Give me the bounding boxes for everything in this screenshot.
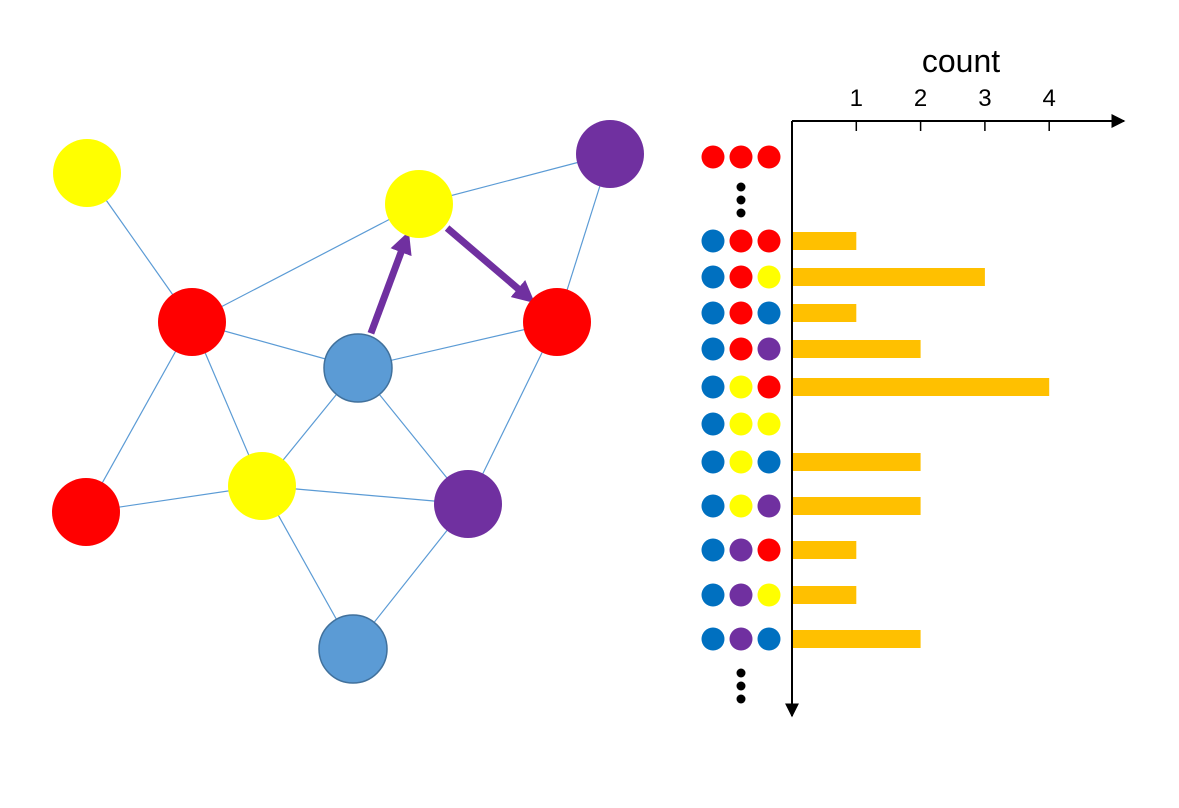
ellipsis-dot <box>736 208 746 218</box>
motif-dot-yellow <box>757 583 781 607</box>
graph-edge <box>85 321 193 513</box>
motif-dot-dark-blue <box>701 538 725 562</box>
x-axis-title: count <box>922 43 1000 79</box>
motif-dot-dark-blue <box>701 229 725 253</box>
ellipsis-dot <box>736 668 746 678</box>
ellipsis-dot <box>736 182 746 192</box>
motif-dot-dark-blue <box>701 265 725 289</box>
motif-dot-red <box>757 145 781 169</box>
motif-dot-red <box>757 375 781 399</box>
x-tick-label: 1 <box>850 85 863 112</box>
x-axis-ticks: 1 2 3 4 <box>850 85 1056 131</box>
motif-dot-yellow <box>757 265 781 289</box>
bar <box>792 630 921 648</box>
motif-dot-red <box>729 145 753 169</box>
graph-node-yellow <box>228 452 296 520</box>
graph-edges <box>85 153 611 650</box>
motif-dot-yellow <box>729 375 753 399</box>
motif-dot-dark-blue <box>701 375 725 399</box>
motif-dot-purple <box>757 337 781 361</box>
x-tick-label: 2 <box>914 85 927 112</box>
bar <box>792 268 985 286</box>
motif-dot-dark-blue <box>701 627 725 651</box>
bar <box>792 541 857 559</box>
graph-node-purple <box>434 470 502 538</box>
graph-node-light-blue <box>318 614 388 684</box>
motif-dot-dark-blue <box>757 450 781 474</box>
ellipsis-dot <box>736 195 746 205</box>
motif-dot-red <box>729 301 753 325</box>
graph-nodes <box>52 120 644 684</box>
bar <box>792 497 921 515</box>
motif-count-chart: 1 2 3 4 count <box>701 43 1126 718</box>
motif-dot-dark-blue <box>701 450 725 474</box>
motif-dot-dark-blue <box>701 494 725 518</box>
motif-dot-purple <box>729 627 753 651</box>
bar <box>792 232 857 250</box>
x-tick-label: 4 <box>1043 85 1056 112</box>
motif-dot-dark-blue <box>701 412 725 436</box>
bar <box>792 586 857 604</box>
motif-dot-dark-blue <box>757 301 781 325</box>
motif-dot-dark-blue <box>701 583 725 607</box>
graph-edge <box>191 203 420 323</box>
graph-node-purple <box>576 120 644 188</box>
chart-row-labels <box>701 145 781 704</box>
motif-dot-yellow <box>729 450 753 474</box>
graph-walk-arrows <box>367 225 535 335</box>
motif-dot-red <box>729 229 753 253</box>
x-tick-label: 3 <box>978 85 991 112</box>
motif-dot-red <box>729 337 753 361</box>
motif-dot-purple <box>757 494 781 518</box>
graph-node-red <box>52 478 120 546</box>
motif-dot-dark-blue <box>701 301 725 325</box>
motif-dot-red <box>757 229 781 253</box>
motif-dot-red <box>757 538 781 562</box>
motif-dot-purple <box>729 538 753 562</box>
motif-dot-yellow <box>729 412 753 436</box>
ellipsis-dot <box>736 681 746 691</box>
graph-node-light-blue <box>323 333 393 403</box>
graph-node-yellow <box>53 139 121 207</box>
motif-dot-red <box>701 145 725 169</box>
motif-dot-dark-blue <box>701 337 725 361</box>
walk-arrow <box>444 225 535 304</box>
motif-dot-yellow <box>757 412 781 436</box>
chart-bars <box>792 232 1050 648</box>
bar <box>792 340 921 358</box>
motif-dot-purple <box>729 583 753 607</box>
bar <box>792 453 921 471</box>
bar <box>792 304 857 322</box>
motif-dot-dark-blue <box>757 627 781 651</box>
graph-node-red <box>523 288 591 356</box>
graph-edge <box>261 485 469 505</box>
walk-arrow <box>367 231 412 335</box>
graph-node-yellow <box>385 170 453 238</box>
graph-node-red <box>158 288 226 356</box>
motif-dot-yellow <box>729 494 753 518</box>
ellipsis-dot <box>736 694 746 704</box>
bar <box>792 378 1050 396</box>
motif-dot-red <box>729 265 753 289</box>
